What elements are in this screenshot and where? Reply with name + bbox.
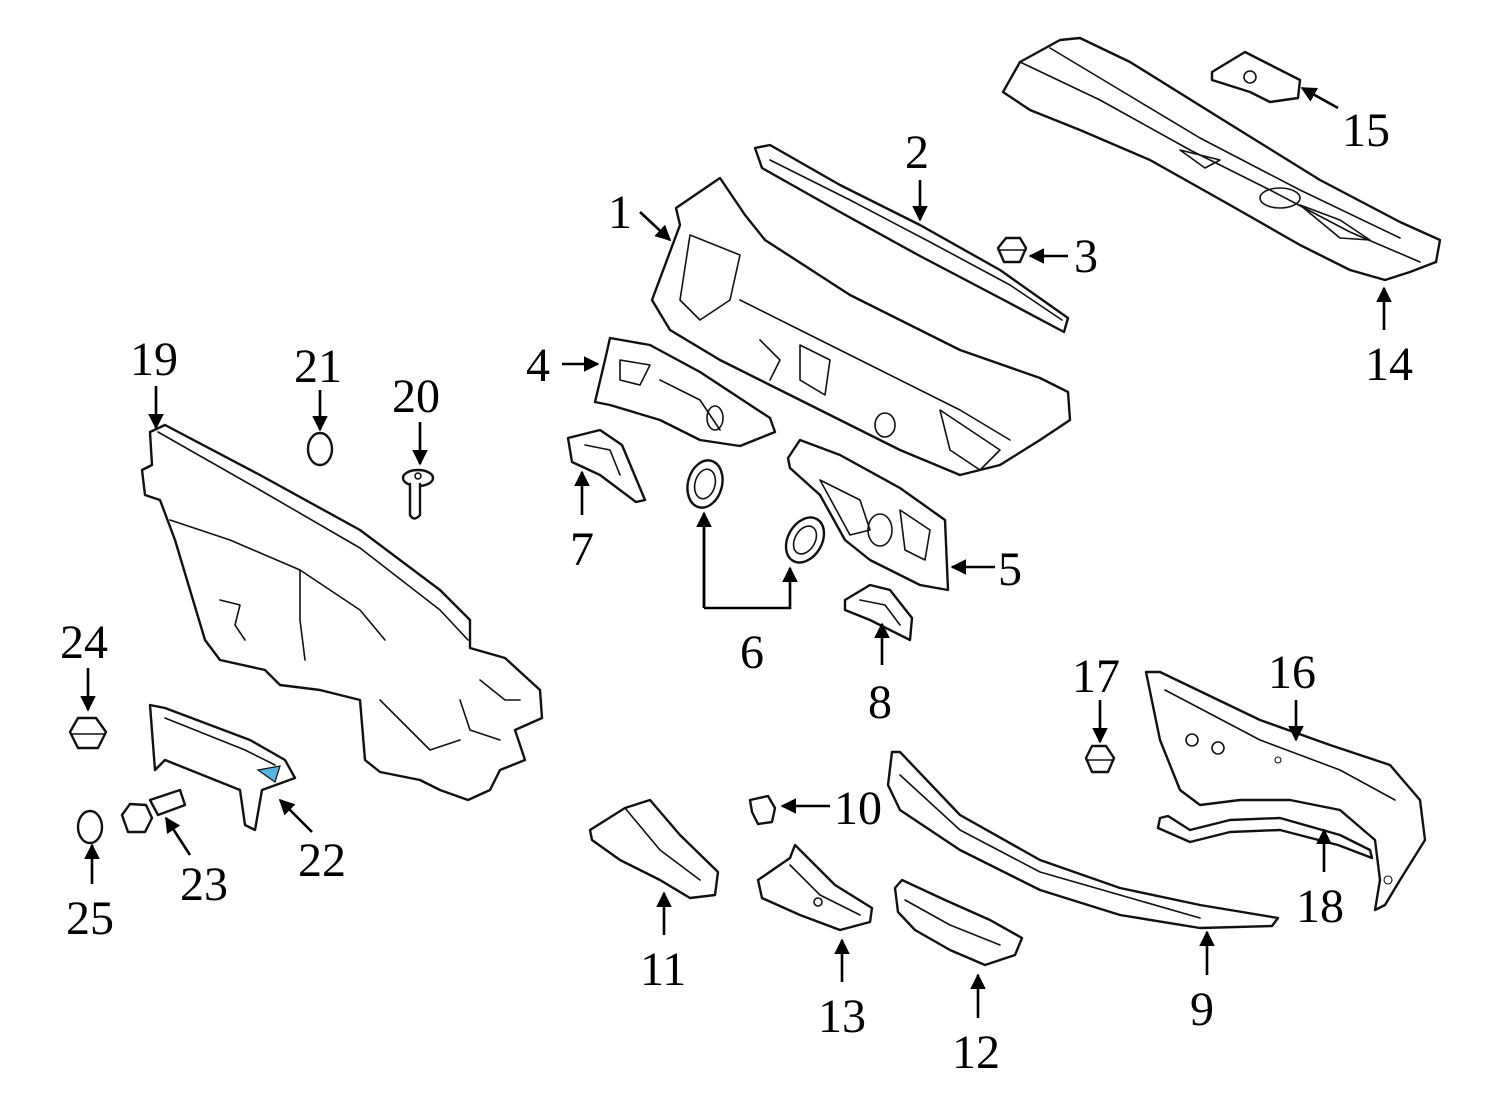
callout-20: 20: [392, 370, 440, 423]
part-10-clip: [748, 794, 777, 826]
part-3-nut: [996, 236, 1028, 264]
callout-18: 18: [1296, 880, 1344, 933]
part-14-cowl-top-panel: [1001, 36, 1442, 282]
callout-13: 13: [818, 990, 866, 1043]
callout-11: 11: [640, 943, 686, 996]
callout-2: 2: [905, 126, 929, 179]
callout-23: 23: [180, 858, 228, 911]
callout-16: 16: [1268, 646, 1316, 699]
callout-15: 15: [1342, 104, 1390, 157]
callout-22: 22: [298, 834, 346, 887]
arrow-15: [1300, 86, 1339, 110]
callout-25: 25: [66, 892, 114, 945]
callout-17: 17: [1072, 650, 1120, 703]
part-13-duct: [756, 843, 874, 932]
part-15-cover-plate: [1210, 50, 1302, 104]
callout-8: 8: [868, 676, 892, 729]
part-12-duct: [893, 878, 1024, 967]
part-21-ring: [306, 431, 334, 467]
arrow-23: [164, 816, 192, 856]
callout-labels: 1 2 3 4 5 6 7 8 9 10 11 12 13 14 15 16 1…: [60, 104, 1413, 1079]
callout-3: 3: [1074, 230, 1098, 283]
part-19-dash-panel: [140, 423, 544, 802]
callout-21: 21: [294, 340, 342, 393]
callout-24: 24: [60, 616, 108, 669]
callout-9: 9: [1190, 983, 1214, 1036]
part-16-wheelhouse-panel: [1144, 670, 1427, 912]
callout-14: 14: [1365, 338, 1413, 391]
part-25-ring: [76, 809, 104, 845]
part-4-cowl-extension-left: [593, 336, 777, 448]
part-20-bolt: [401, 468, 435, 520]
part-6-grommets: [686, 459, 826, 564]
part-18-seal: [1156, 814, 1374, 860]
part-5-cowl-extension-right: [786, 438, 950, 592]
callout-7: 7: [570, 523, 594, 576]
part-7-bracket: [566, 428, 647, 504]
part-8-bracket: [843, 583, 914, 642]
arrow-22: [278, 798, 313, 833]
leader-arrows: [80, 86, 1392, 1018]
callout-10: 10: [834, 782, 882, 835]
part-11-duct: [588, 798, 720, 900]
part-17-nut: [1084, 744, 1116, 774]
part-24-nut: [68, 716, 108, 750]
callout-4: 4: [526, 339, 550, 392]
callout-1: 1: [608, 186, 632, 239]
callout-5: 5: [998, 543, 1022, 596]
callout-19: 19: [130, 333, 178, 386]
part-1-cowl-panel: [650, 176, 1072, 477]
callout-12: 12: [952, 1026, 1000, 1079]
part-2-cowl-strip: [753, 143, 1070, 334]
highlight-patch: [256, 765, 281, 783]
callout-6: 6: [740, 626, 764, 679]
part-22-support-bracket: [148, 703, 297, 832]
arrow-6: [702, 515, 790, 610]
part-9-seal-strip: [886, 750, 1280, 930]
arrow-1: [639, 211, 672, 242]
part-23-bolt: [120, 788, 187, 834]
